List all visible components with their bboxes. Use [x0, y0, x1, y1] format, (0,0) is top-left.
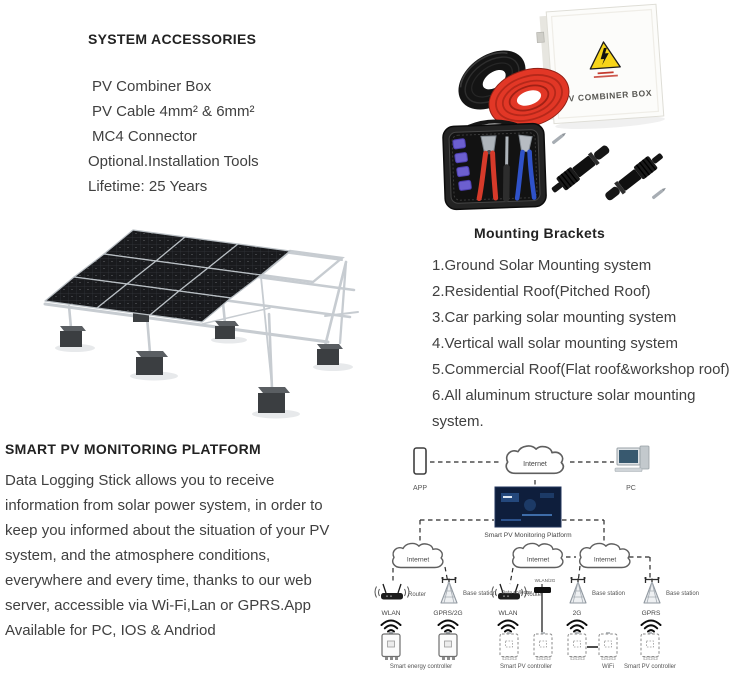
accessories-item: PV Cable 4mm² & 6mm²	[92, 103, 255, 120]
data-collector-label: Data collector	[501, 590, 532, 596]
app-label: APP	[413, 485, 427, 492]
base-station-label: Base station	[463, 591, 496, 597]
mounting-item: 2.Residential Roof(Pitched Roof)	[432, 283, 651, 300]
inverter-icon	[533, 632, 553, 660]
pc-icon	[614, 445, 650, 472]
accessories-title: SYSTEM ACCESSORIES	[88, 31, 257, 47]
base-station-icon	[440, 577, 458, 604]
mounting-item: 5.Commercial Roof(Flat roof&workshop roo…	[432, 361, 730, 378]
accessories-item: PV Combiner Box	[92, 78, 212, 95]
monitoring-diagram: APP Internet PC Smart PV Monitoring Plat…	[374, 445, 699, 670]
router-label: Router	[408, 592, 426, 598]
mc4-connectors-image	[551, 132, 666, 201]
pc-label: PC	[626, 485, 636, 492]
internet-label: Internet	[407, 557, 430, 564]
base-station-label: Base station	[592, 591, 625, 597]
mounting-item: 6.All aluminum structure solar mounting …	[432, 387, 696, 430]
diagram-connections	[392, 461, 651, 585]
wlan-label: WLAN	[498, 610, 517, 617]
mounting-title: Mounting Brackets	[474, 225, 606, 241]
mounting-list: 1.Ground Solar Mounting system 2.Residen…	[432, 253, 734, 435]
crimper-tool-icon	[476, 135, 499, 202]
g2-label: 2G	[573, 610, 582, 617]
inverter-icon	[567, 632, 587, 660]
internet-label: Internet	[527, 557, 550, 564]
accessories-item: Optional.Installation Tools	[88, 153, 259, 170]
smart-pv-controller-label: Smart PV controller	[624, 664, 676, 670]
mounting-item: 4.Vertical wall solar mounting system	[432, 335, 678, 352]
ground-shadows	[55, 336, 353, 419]
internet-cloud-icon	[505, 445, 565, 475]
accessories-item: MC4 Connector	[92, 128, 198, 145]
platform-screenshot	[494, 486, 562, 528]
accessories-item: Lifetime: 25 Years	[88, 178, 208, 195]
solar-panels	[44, 229, 291, 323]
router-label: Router	[525, 592, 543, 598]
platform-label: Smart PV Monitoring Platform	[484, 532, 572, 539]
monitoring-title: SMART PV MONITORING PLATFORM	[5, 441, 261, 457]
data-collector-icon	[534, 584, 551, 632]
blue-crimper-icon	[514, 134, 537, 201]
accessories-list: PV Combiner Box PV Cable 4mm² & 6mm² MC4…	[88, 74, 392, 199]
ground-mount-image	[43, 229, 359, 419]
inverter-icon	[499, 632, 519, 660]
base-station-icon	[569, 577, 587, 604]
smart-energy-controller-label: Smart energy controller	[390, 664, 452, 670]
base-station-icon	[643, 577, 661, 604]
mc4-spares-icons	[452, 138, 472, 191]
wlan2g-label: WLAN/2G	[535, 578, 556, 583]
internet-cloud-icon	[579, 542, 631, 569]
accessories-product-collage: PV COMBINER BOX	[442, 3, 666, 211]
smart-pv-controller-label: Smart PV controller	[500, 664, 552, 670]
gprs-label: GPRS	[642, 610, 661, 617]
internet-cloud-icon	[512, 542, 564, 569]
wlan-label: WLAN	[381, 610, 400, 617]
inverter-icon	[640, 632, 660, 660]
inverter-icon	[598, 632, 618, 660]
base-station-label: Base station	[666, 591, 699, 597]
mounting-item: 3.Car parking solar mounting system	[432, 309, 677, 326]
internet-label: Internet	[523, 461, 547, 468]
wifi-label: WiFi	[602, 664, 614, 670]
red-cable-coil-image	[488, 68, 570, 128]
combiner-box-image: PV COMBINER BOX	[536, 3, 665, 130]
screwdriver-icon	[502, 136, 510, 202]
phone-icon	[413, 447, 427, 475]
toolkit-image	[442, 119, 547, 211]
mounting-item: 1.Ground Solar Mounting system	[432, 257, 652, 274]
router-icon	[374, 583, 410, 601]
gprs2g-label: GPRS/2G	[433, 610, 462, 617]
warning-triangle-icon	[589, 41, 621, 70]
concrete-blocks	[60, 305, 343, 413]
monitoring-body: Data Logging Stick allows you to receive…	[5, 472, 330, 639]
internet-cloud-icon	[392, 542, 444, 569]
inverter-icon	[381, 632, 401, 660]
internet-label: Internet	[594, 557, 617, 564]
inverter-icon	[438, 632, 458, 660]
